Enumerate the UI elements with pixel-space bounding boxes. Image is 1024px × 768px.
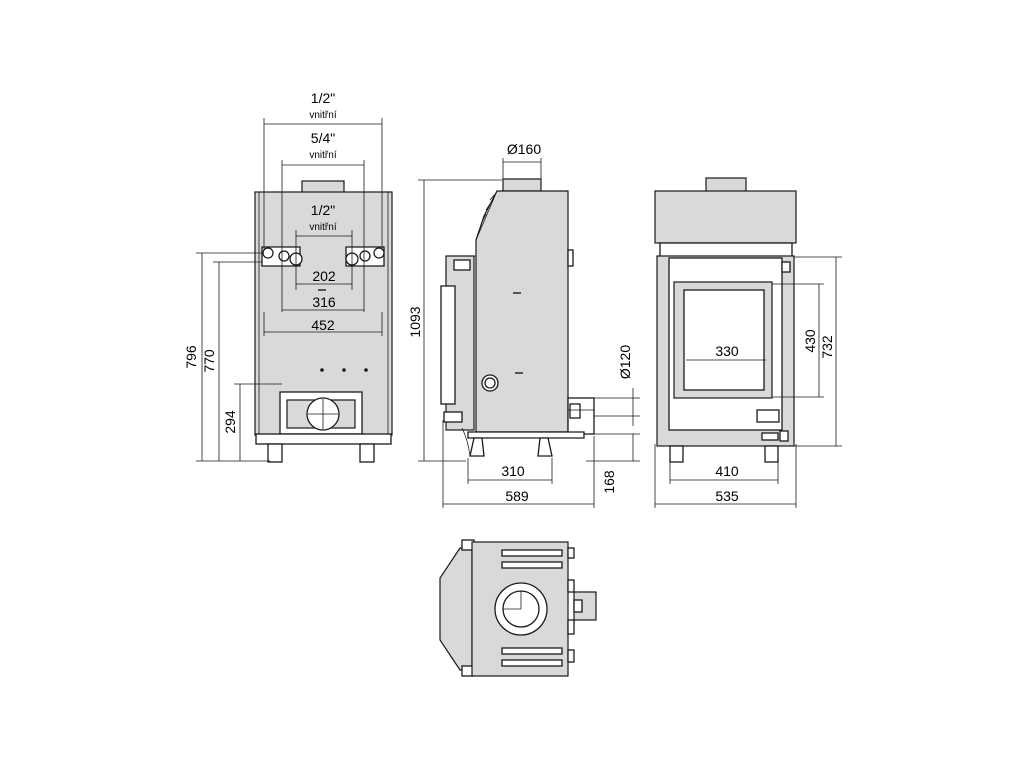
side-front-leg (469, 437, 485, 457)
door-view: 330 430 732 410 535 (654, 177, 842, 508)
dim-front-flow-fitting: 5/4" (311, 130, 335, 146)
dim-front-flow-fitting-note: vnitřní (309, 150, 336, 161)
dim-height-770: 770 (201, 349, 217, 373)
dim-door-535: 535 (715, 488, 739, 504)
dim-front-452: 452 (311, 317, 335, 333)
dim-height-796: 796 (183, 345, 199, 369)
dim-door-732: 732 (819, 335, 835, 359)
dim-side-589: 589 (505, 488, 529, 504)
dim-side-168: 168 (601, 470, 617, 494)
top-view (439, 539, 597, 677)
dim-side-flue-diameter: Ø160 (507, 141, 541, 157)
front-view: 1/2" vnitřní 5/4" vnitřní 1/2" vnitřní 2… (183, 90, 393, 463)
side-door-glass (440, 285, 456, 405)
side-rear-leg (537, 437, 553, 457)
dim-front-top-fitting: 1/2" (311, 90, 335, 106)
right-fitting-port-inner (359, 250, 371, 262)
dim-door-430: 430 (802, 329, 818, 353)
door-view-top-section (654, 190, 797, 244)
dim-side-air-diameter: Ø120 (617, 345, 633, 379)
left-fitting-hole (262, 247, 274, 259)
dim-height-294: 294 (222, 410, 238, 434)
side-body (475, 190, 569, 433)
dim-front-top-fitting-note: vnitřní (309, 110, 336, 121)
door-view-left-foot (669, 445, 684, 463)
dim-door-330: 330 (715, 343, 739, 359)
door-view-glass (683, 289, 765, 391)
dim-front-316: 316 (312, 294, 336, 310)
dim-door-410: 410 (715, 463, 739, 479)
right-fitting-hole (373, 247, 385, 259)
side-flue-collar (502, 178, 542, 192)
dim-side-height-1093: 1093 (407, 306, 423, 337)
top-view-door (439, 547, 473, 671)
side-view: Ø160 1093 Ø120 168 310 589 (407, 141, 640, 508)
door-view-flue (705, 177, 747, 193)
dim-front-202: 202 (312, 268, 336, 284)
left-fitting-port-inner (278, 250, 290, 262)
front-right-foot (359, 443, 375, 463)
dim-front-inner-fitting-note: vnitřní (309, 222, 336, 233)
door-view-right-foot (764, 445, 779, 463)
front-left-foot (267, 443, 283, 463)
dim-side-310: 310 (501, 463, 525, 479)
dim-front-inner-fitting: 1/2" (311, 202, 335, 218)
front-flue-stub (301, 180, 345, 194)
